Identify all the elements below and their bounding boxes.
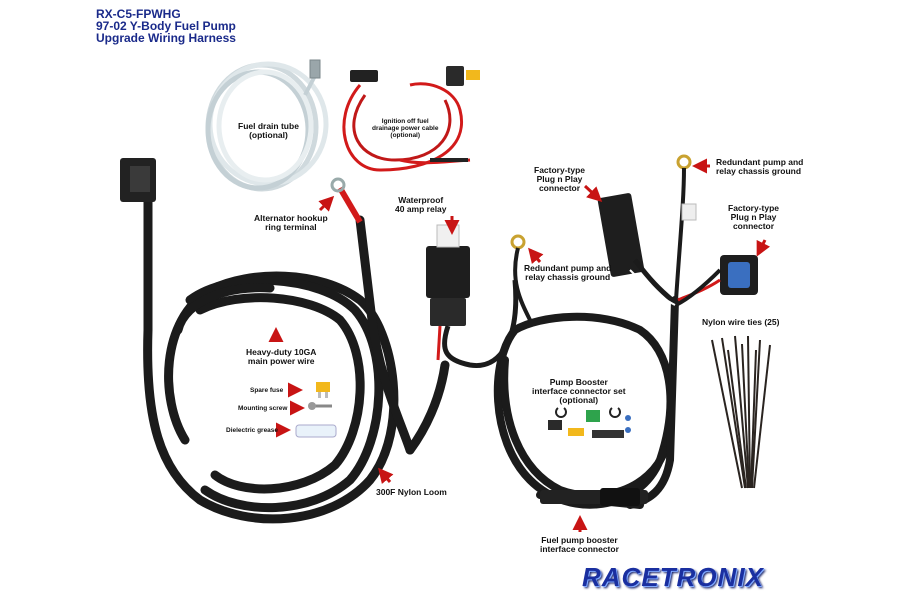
ground-ring-mid (510, 234, 532, 321)
factory-plug-left (597, 193, 676, 306)
callout-arrows (268, 158, 771, 532)
label-fuel-drain-tube: Fuel drain tube (optional) (238, 121, 299, 140)
alternator-ring-terminal (330, 177, 363, 224)
booster-parts (548, 407, 631, 438)
label-redundant-ground-mid: Redundant pump and relay chassis ground (524, 263, 612, 282)
label-nylon-wire-ties: Nylon wire ties (25) (702, 317, 780, 327)
ignition-off-cable (342, 66, 480, 172)
racetronix-logo: RACETRONIX (582, 562, 764, 592)
ground-ring-top (674, 154, 697, 301)
label-fuel-pump-booster-connector: Fuel pump booster interface connector (540, 535, 619, 554)
label-mounting-screw: Mounting screw (238, 405, 288, 412)
booster-connector (540, 488, 648, 506)
label-ignition-off: Ignition off fuel drainage power cable (… (372, 118, 439, 139)
label-redundant-ground-top: Redundant pump and relay chassis ground (716, 157, 804, 176)
title-line-2: 97-02 Y-Body Fuel Pump (96, 19, 236, 33)
label-factory-plug-right: Factory-type Plug n Play connector (728, 203, 780, 231)
product-title: RX-C5-FPWHG 97-02 Y-Body Fuel Pump Upgra… (96, 8, 236, 44)
label-nylon-loom: 300F Nylon Loom (376, 487, 447, 497)
spare-fuse (316, 382, 330, 398)
label-pump-booster-set: Pump Booster interface connector set (op… (532, 377, 626, 405)
label-dielectric-grease: Dielectric grease (226, 427, 279, 434)
title-line-3: Upgrade Wiring Harness (96, 31, 236, 45)
label-heavy-duty-wire: Heavy-duty 10GA main power wire (246, 347, 317, 366)
factory-plug-right (675, 255, 758, 307)
label-spare-fuse: Spare fuse (250, 387, 284, 394)
fuel-drain-tube (205, 59, 329, 192)
label-alternator-hookup: Alternator hookup ring terminal (254, 213, 328, 232)
dielectric-grease (295, 424, 337, 438)
title-line-1: RX-C5-FPWHG (96, 7, 181, 21)
mounting-screw (308, 402, 332, 410)
label-waterproof-relay: Waterproof 40 amp relay (395, 195, 447, 214)
label-factory-plug-left: Factory-type Plug n Play connector (534, 165, 586, 193)
wire-ties (711, 335, 771, 489)
main-loom-coil (143, 195, 450, 524)
